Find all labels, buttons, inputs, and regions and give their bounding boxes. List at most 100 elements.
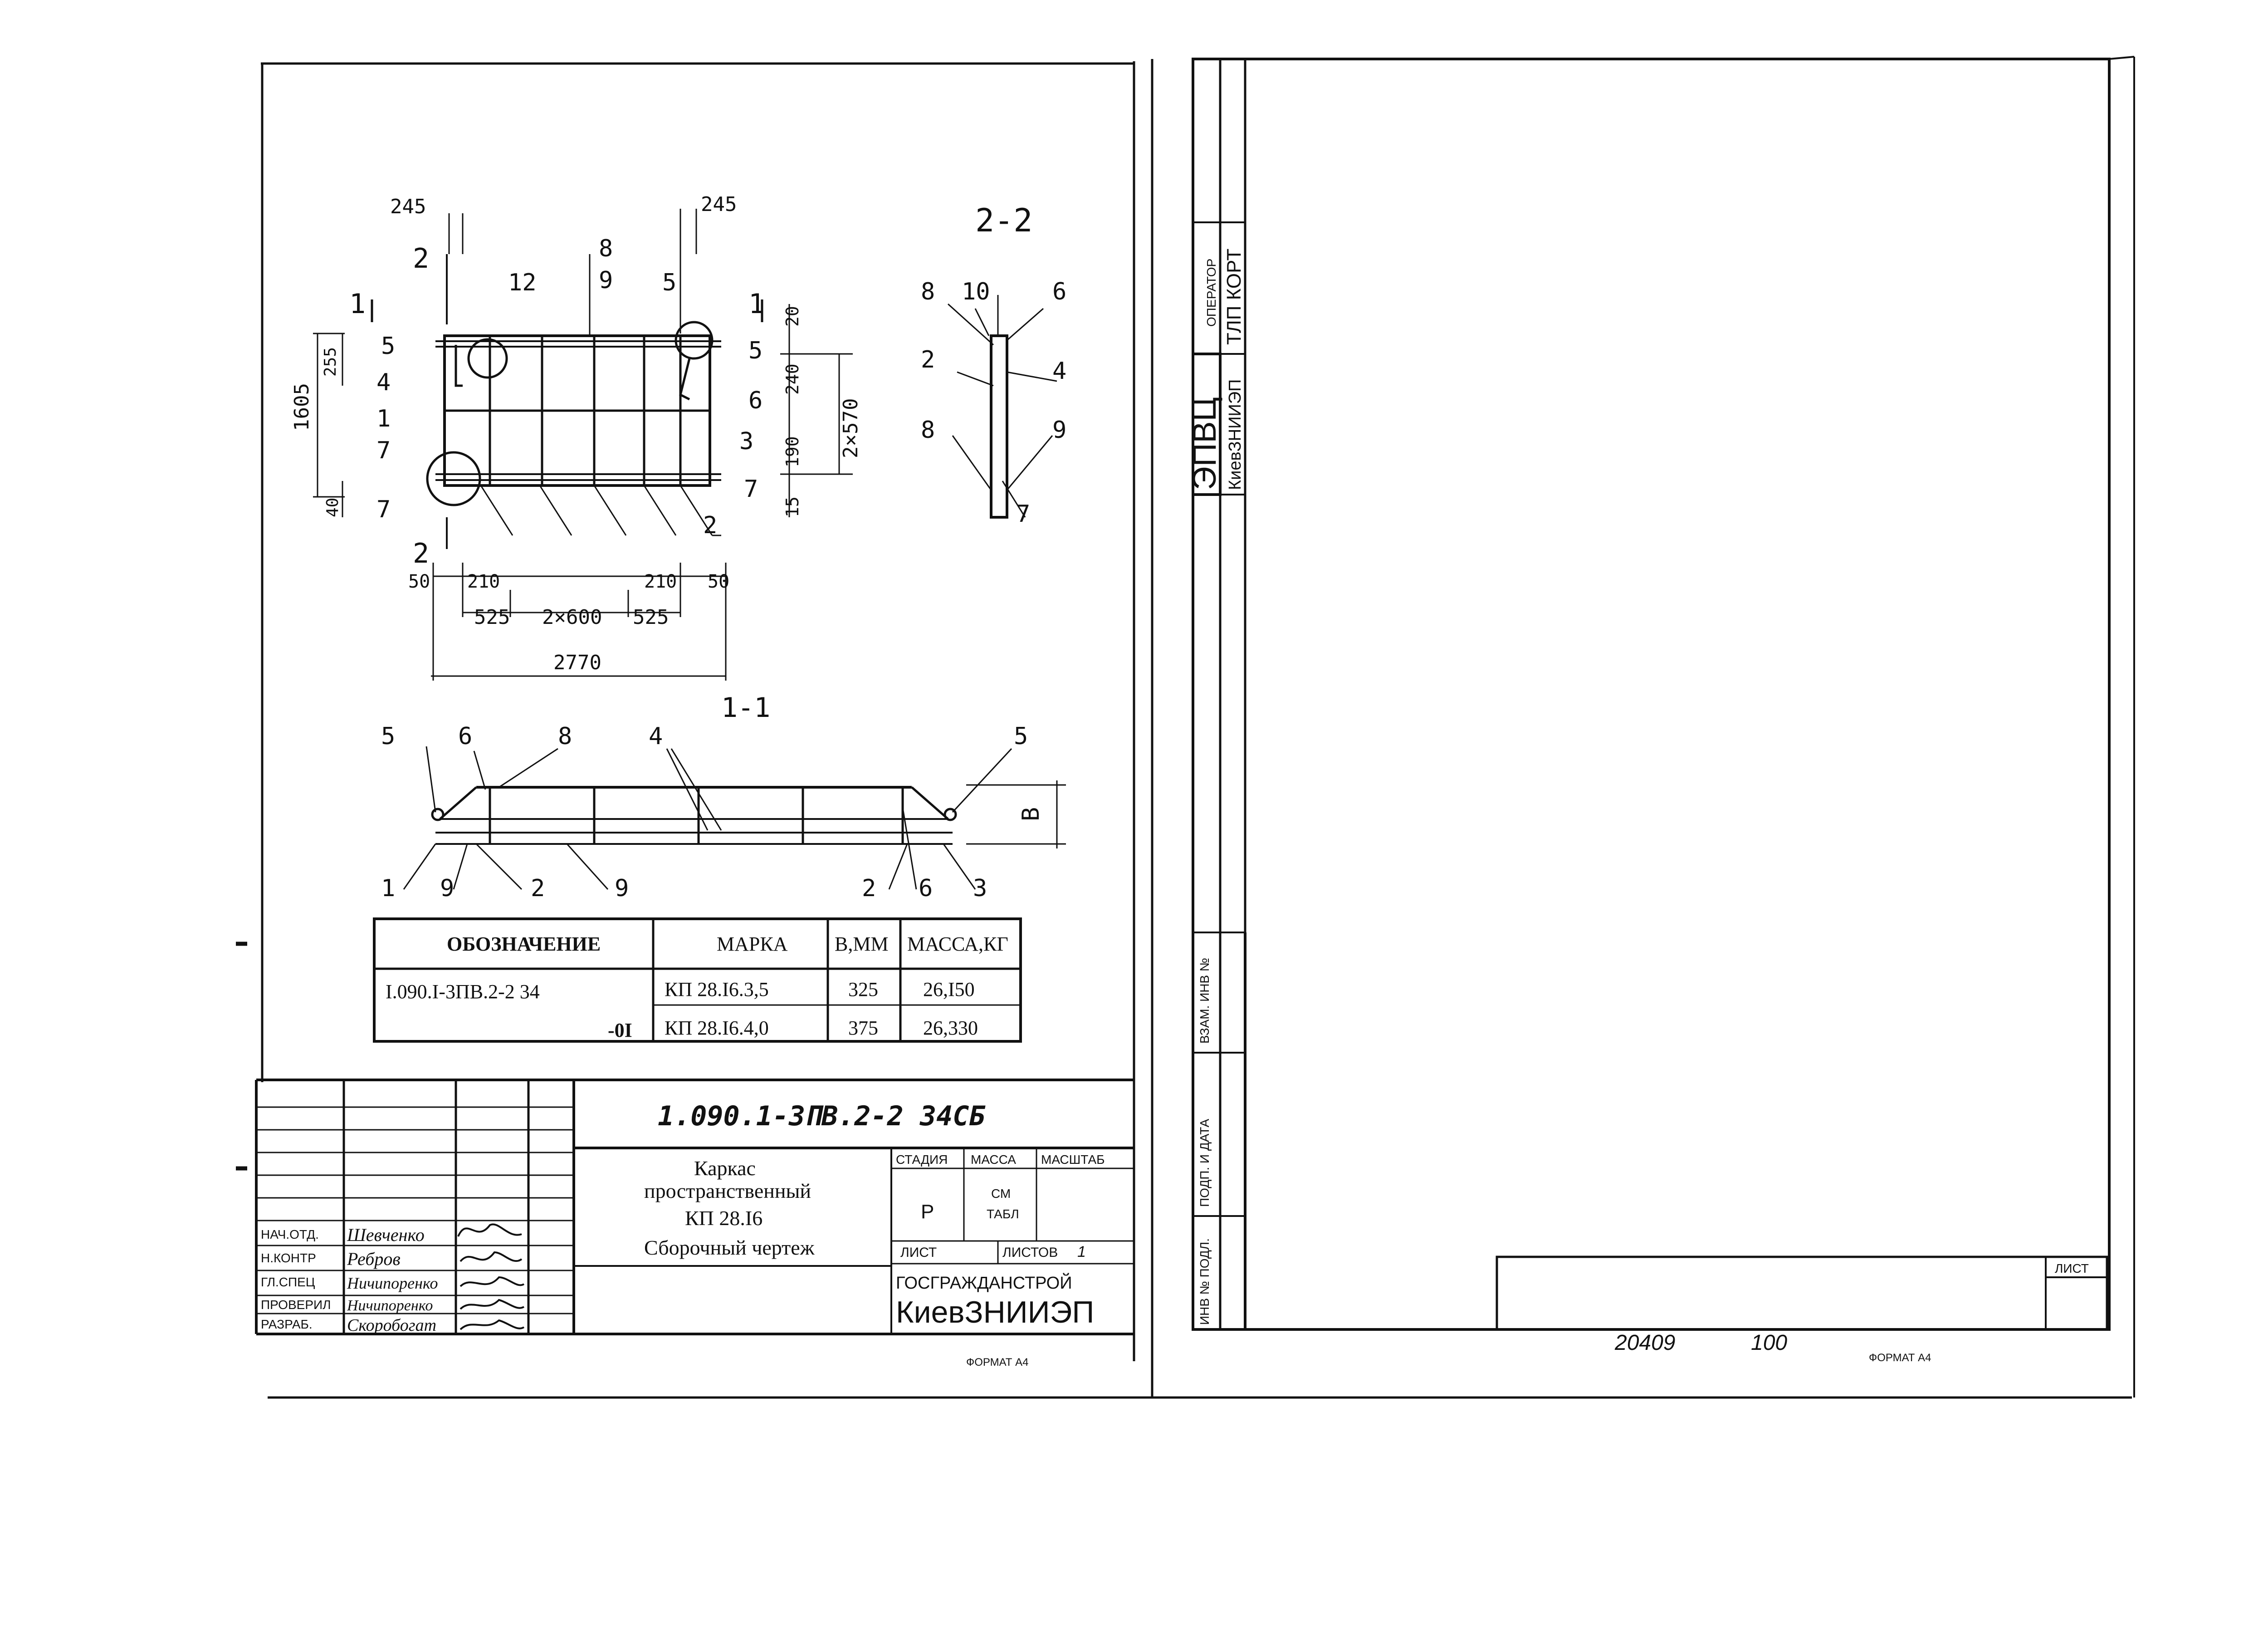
title-block-text: 1.090.1-3ПВ.2-2 34СБ Каркас пространстве… <box>261 1100 1105 1368</box>
title-block <box>255 1079 1134 1335</box>
callout-9: 9 <box>599 267 613 294</box>
role-3-name: Ничипоренко <box>347 1274 438 1292</box>
s22-callout-6: 6 <box>1052 278 1066 305</box>
s22-callout-8-top: 8 <box>921 278 935 305</box>
dim-2x600: 2×600 <box>542 606 602 629</box>
side-label-podp: ПОДП. И ДАТА <box>1198 1119 1212 1207</box>
callout-6: 6 <box>748 387 763 414</box>
signature-1 <box>457 1223 522 1237</box>
s11-callout-9-mid: 9 <box>615 875 629 902</box>
role-4-name: Ничипоренко <box>347 1297 433 1314</box>
s11-callout-8: 8 <box>558 723 572 750</box>
side-label-inv: ИНВ № ПОДЛ. <box>1198 1238 1212 1325</box>
dim-240: 240 <box>782 363 802 395</box>
s22-callout-8-bottom: 8 <box>921 417 935 444</box>
spec-table-text: ОБОЗНАЧЕНИЕ МАРКА В,ММ МАССА,КГ I.090.I-… <box>386 933 1008 1041</box>
format-label-left: ФОРМАТ А4 <box>966 1356 1028 1368</box>
s22-callout-2: 2 <box>921 346 935 373</box>
spec-header-b: В,ММ <box>835 933 889 955</box>
callout-5-left: 5 <box>381 333 395 360</box>
right-sheet-label: ЛИСТ <box>2055 1261 2089 1275</box>
title-line-1: Каркас <box>694 1157 756 1180</box>
left-page-frame <box>236 59 1154 1398</box>
spec-row2-mass: 26,330 <box>923 1017 978 1039</box>
dim-255: 255 <box>321 347 340 377</box>
spec-table <box>373 917 1022 1043</box>
role-5-name: Скоробогат <box>347 1316 436 1335</box>
s11-callout-5-left: 5 <box>381 723 395 750</box>
dim-210-right: 210 <box>644 571 677 592</box>
dim-525-left: 525 <box>474 606 510 629</box>
callout-7-right: 7 <box>744 476 758 503</box>
dim-1605: 1605 <box>290 383 313 431</box>
sheets-label: ЛИСТОВ <box>1002 1245 1058 1260</box>
bottom-number-2: 100 <box>1751 1331 1787 1355</box>
signature-4 <box>459 1299 525 1310</box>
spec-row1-mark: КП 28.I6.3,5 <box>665 978 769 1000</box>
mass-value-1: СМ <box>991 1187 1011 1201</box>
spec-header-mass: МАССА,КГ <box>907 933 1008 955</box>
callout-7-upper: 7 <box>376 437 391 464</box>
org-line-1: ГОСГРАЖДАНСТРОЙ <box>896 1272 1072 1293</box>
signatures <box>457 1223 525 1330</box>
bottom-number-1: 20409 <box>1614 1331 1675 1355</box>
spec-row2-mark: КП 28.I6.4,0 <box>665 1017 769 1039</box>
s11-callout-6-bottom: 6 <box>919 875 933 902</box>
section-1-1-title: 1-1 <box>721 692 770 724</box>
dim-245-right: 245 <box>701 193 737 216</box>
dim-190: 190 <box>782 436 802 467</box>
dim-40: 40 <box>323 498 342 517</box>
signature-5 <box>459 1319 525 1330</box>
spec-row1-designation: I.090.I-3ПВ.2-2 34 <box>386 981 540 1003</box>
sheets-value: 1 <box>1077 1243 1086 1260</box>
section-2-2-title: 2-2 <box>975 202 1032 239</box>
signature-3 <box>459 1276 525 1287</box>
plan-view <box>313 209 853 681</box>
dim-210-left: 210 <box>467 571 500 592</box>
dim-50-left: 50 <box>408 571 430 592</box>
callout-1: 1 <box>376 405 391 432</box>
s22-callout-10: 10 <box>962 278 990 305</box>
dim-50-right: 50 <box>708 571 729 592</box>
stamp-big: ЭПВЦ <box>1187 397 1223 490</box>
s11-callout-9-left: 9 <box>440 875 454 902</box>
spec-row1-b: 325 <box>848 978 878 1000</box>
callout-7-lower: 7 <box>376 496 391 523</box>
spec-row2-designation: -0I <box>608 1019 632 1041</box>
scale-header: МАСШТАБ <box>1041 1152 1105 1167</box>
operator-value: ТЛП КОРТ <box>1223 249 1245 345</box>
s11-callout-5-right: 5 <box>1014 723 1028 750</box>
callout-12: 12 <box>508 269 537 296</box>
doc-code: 1.090.1-3ПВ.2-2 34СБ <box>658 1100 986 1132</box>
callout-2: 2 <box>703 512 717 539</box>
callout-8: 8 <box>599 235 613 262</box>
role-4-label: ПРОВЕРИЛ <box>261 1298 331 1312</box>
dim-15: 15 <box>782 496 802 517</box>
stage-value: Р <box>921 1201 934 1223</box>
role-3-label: ГЛ.СПЕЦ <box>261 1275 315 1289</box>
role-5-label: РАЗРАБ. <box>261 1317 313 1331</box>
right-page-text: ЭПВЦ КиевЗНИИЭП ОПЕРАТОР ТЛП КОРТ ВЗАМ. … <box>1187 249 2089 1364</box>
section-mark-2-bottom: 2 <box>413 538 429 569</box>
dim-B-label: В <box>1017 807 1045 821</box>
dim-245-left: 245 <box>390 195 426 218</box>
signature-2 <box>459 1251 523 1262</box>
callout-3: 3 <box>739 428 753 455</box>
role-1-label: НАЧ.ОТД. <box>261 1227 319 1241</box>
section-2-2 <box>947 295 1057 519</box>
org-line-2: КиевЗНИИЭП <box>896 1295 1094 1329</box>
role-1-name: Шевченко <box>347 1225 425 1245</box>
section-1-1-labels: 1-1 5 6 8 4 5 1 9 2 9 2 6 3 В <box>381 692 1045 902</box>
title-line-2: пространственный <box>644 1179 811 1202</box>
operator-label: ОПЕРАТОР <box>1204 259 1218 327</box>
s22-callout-7: 7 <box>1016 500 1030 528</box>
dim-525-right: 525 <box>633 606 669 629</box>
s11-callout-3: 3 <box>973 875 987 902</box>
plan-view-labels: 245 245 2 1 1 2 8 9 5 12 5 5 4 1 7 7 6 3… <box>290 193 862 674</box>
s22-callout-4: 4 <box>1052 358 1066 385</box>
s11-callout-2-left: 2 <box>531 875 545 902</box>
mass-header: МАССА <box>971 1152 1016 1167</box>
section-mark-1-left: 1 <box>349 288 366 320</box>
callout-4: 4 <box>376 369 391 396</box>
